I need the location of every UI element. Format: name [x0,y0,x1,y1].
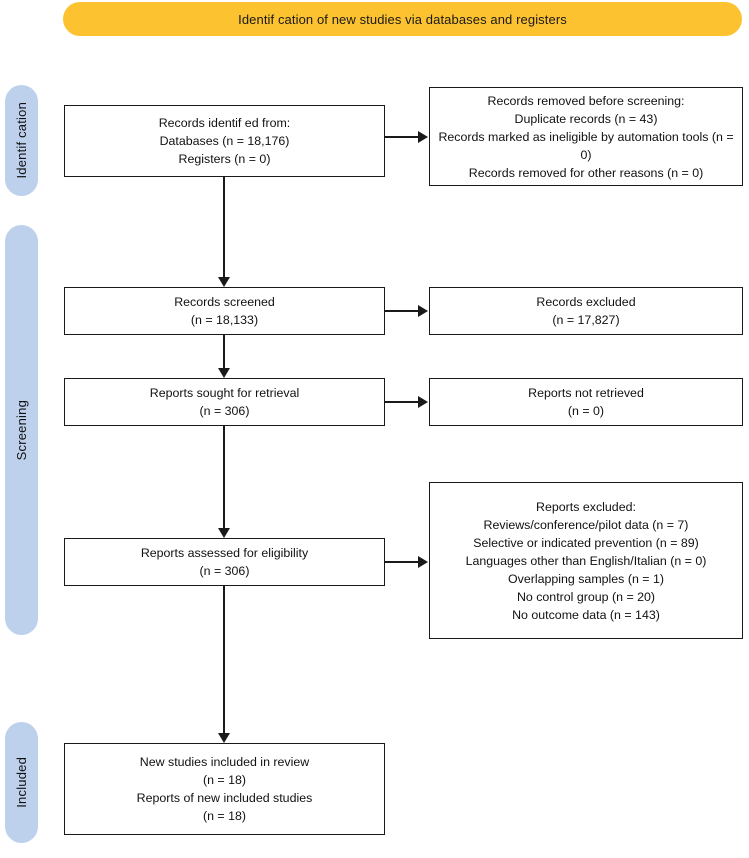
box-new-studies-included: New studies included in review (n = 18) … [64,743,385,835]
box-records-screened-text: Records screened (n = 18,133) [174,295,275,327]
stage-pill-identification: Identif cation [5,85,38,196]
connector-assessed-to-included [223,586,225,733]
box-records-identified: Records identif ed from: Databases (n = … [64,105,385,177]
connector-identified-to-screened [223,177,225,277]
box-reports-sought-text: Reports sought for retrieval (n = 306) [149,386,300,418]
box-records-screened: Records screened (n = 18,133) [64,287,385,335]
arrowhead-down-to-included [218,733,230,743]
box-reports-excluded-text: Reports excluded: Reviews/conference/pil… [465,499,707,622]
diagram-banner-title: Identif cation of new studies via databa… [63,2,742,36]
arrowhead-right-to-removed [418,131,428,143]
box-records-excluded: Records excluded (n = 17,827) [429,287,743,335]
connector-sought-to-not-retrieved [385,401,420,403]
connector-screened-to-excluded [385,310,420,312]
connector-screened-to-sought [223,335,225,368]
box-records-excluded-text: Records excluded (n = 17,827) [536,295,636,327]
arrowhead-right-to-reports-excluded [418,556,428,568]
connector-assessed-to-reports-excluded [385,561,420,563]
stage-pill-screening: Screening [5,225,38,635]
arrowhead-down-to-screened [218,277,230,287]
box-reports-sought-for-retrieval: Reports sought for retrieval (n = 306) [64,378,385,426]
box-reports-not-retrieved-text: Reports not retrieved (n = 0) [528,386,644,418]
box-records-identified-text: Records identif ed from: Databases (n = … [158,116,291,166]
stage-label-included: Included [14,757,29,808]
box-new-studies-included-text: New studies included in review (n = 18) … [136,755,313,823]
box-reports-assessed-text: Reports assessed for eligibility (n = 30… [140,546,309,578]
box-records-removed-text: Records removed before screening: Duplic… [438,93,734,180]
connector-sought-to-assessed [223,426,225,528]
arrowhead-down-to-sought [218,368,230,378]
arrowhead-right-to-excluded [418,305,428,317]
arrowhead-down-to-assessed [218,528,230,538]
connector-identified-to-removed [385,136,420,138]
stage-label-identification: Identif cation [14,102,29,179]
stage-label-screening: Screening [14,399,29,461]
box-reports-assessed-for-eligibility: Reports assessed for eligibility (n = 30… [64,538,385,586]
box-reports-excluded: Reports excluded: Reviews/conference/pil… [429,482,743,639]
box-records-removed-before-screening: Records removed before screening: Duplic… [429,87,743,186]
box-reports-not-retrieved: Reports not retrieved (n = 0) [429,378,743,426]
arrowhead-right-to-not-retrieved [418,396,428,408]
stage-pill-included: Included [5,722,38,843]
